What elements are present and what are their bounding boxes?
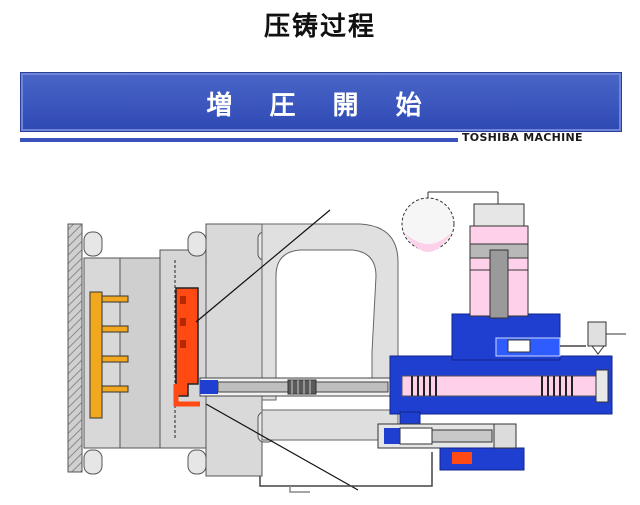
- c-frame: [261, 223, 399, 441]
- stage-banner-label: 増 圧 開 始: [206, 91, 436, 121]
- shot-sleeve: [199, 377, 411, 397]
- fixed-platen: [67, 223, 83, 473]
- control-valve: [587, 321, 626, 355]
- pointer-lines: [195, 209, 359, 491]
- stage-banner: 増 圧 開 始: [20, 72, 622, 132]
- injection-cylinder: [389, 313, 613, 431]
- ejector-pins: [89, 291, 129, 419]
- brand-label: TOSHIBA MACHINE: [462, 131, 583, 144]
- gas-bottle: [401, 191, 499, 252]
- piping: [259, 345, 586, 493]
- boost-cylinder: [377, 423, 525, 471]
- banner-underline: [20, 138, 458, 142]
- page-title: 压铸过程: [263, 12, 376, 42]
- die-cavity-metal: [173, 287, 200, 407]
- accumulator: [469, 203, 529, 319]
